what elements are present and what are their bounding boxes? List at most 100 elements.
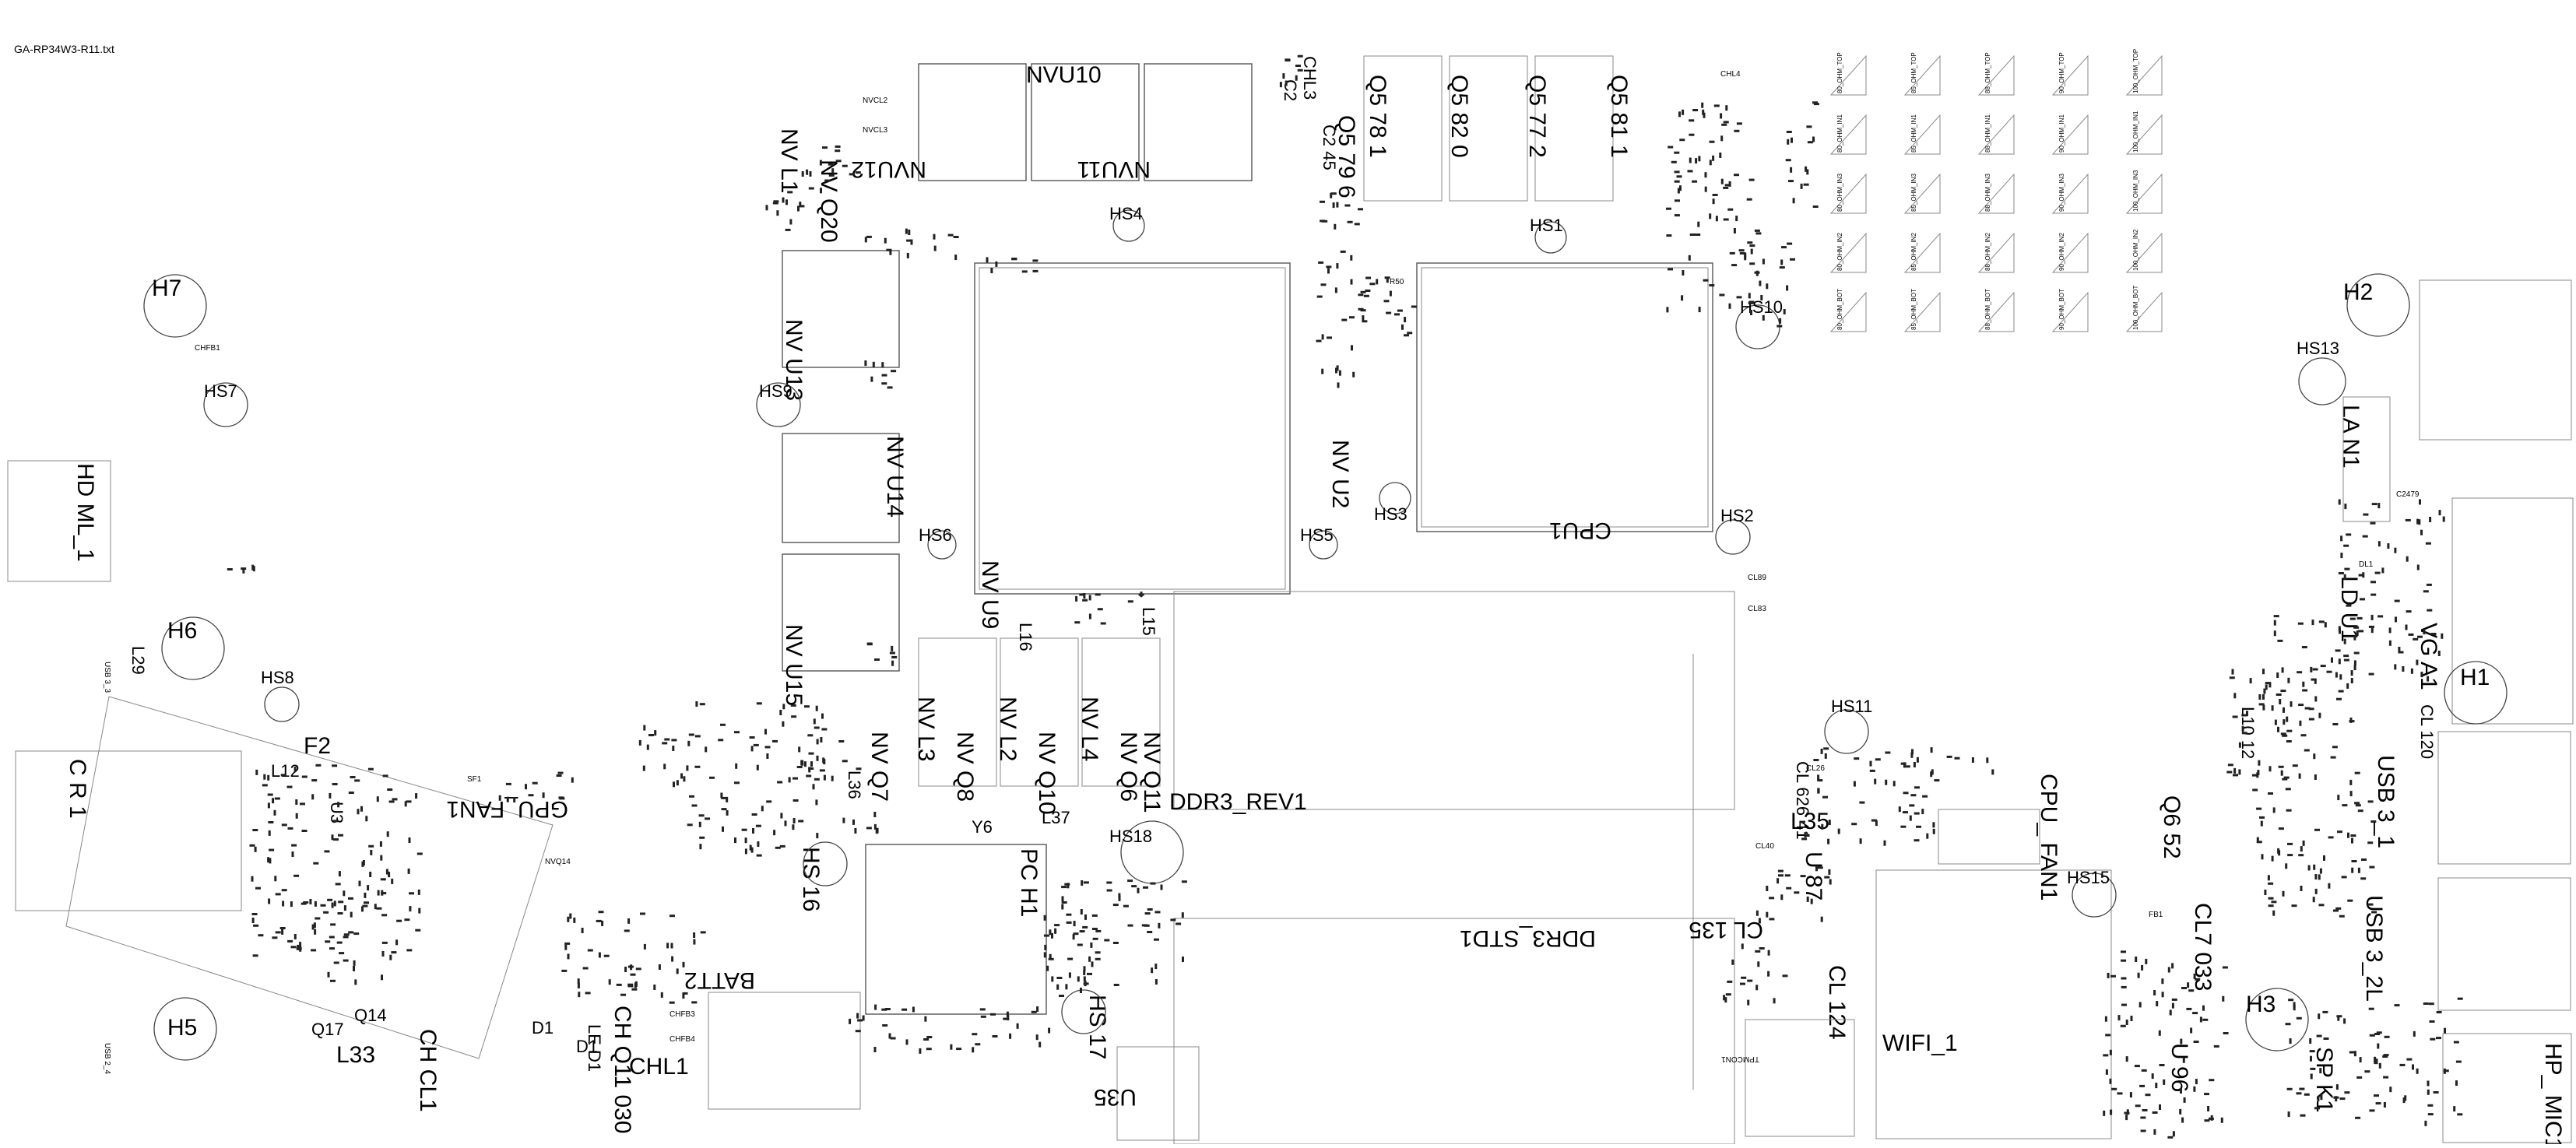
chfb3-label: CHFB3 (669, 1010, 695, 1019)
lan-magnetics (2342, 396, 2391, 522)
pad (376, 907, 382, 910)
pad (813, 718, 816, 725)
wifi-outline (1875, 869, 2112, 1139)
usb32-outline (2437, 877, 2571, 1011)
pad (1397, 309, 1403, 312)
pad (2356, 630, 2359, 636)
pad (2120, 1024, 2126, 1027)
pad (567, 916, 570, 922)
pad (1358, 208, 1363, 211)
pad (1954, 757, 1960, 760)
pad (627, 918, 631, 924)
pad (2287, 1111, 2290, 1118)
pad (1674, 170, 1680, 174)
pad (705, 746, 708, 753)
pad (367, 885, 370, 891)
pad (1671, 160, 1677, 163)
pad (254, 846, 257, 852)
pad (1910, 752, 1914, 758)
pad (253, 924, 259, 927)
pad (1703, 112, 1706, 118)
pad (1791, 137, 1793, 143)
lan-label: LA N1 (2338, 405, 2363, 469)
impedance-marker (2125, 54, 2163, 96)
gpu-u9-outline (974, 262, 1291, 595)
pad (2340, 535, 2343, 542)
cpu1-label: CPU1 (1549, 518, 1611, 543)
pad (822, 146, 828, 149)
impedance-label: 100_OHM_IN3 (2132, 170, 2139, 212)
pad (2180, 1088, 2182, 1094)
pad (273, 809, 276, 816)
pad (810, 761, 813, 767)
pad (2425, 542, 2431, 545)
pad (357, 809, 360, 815)
pad (1746, 198, 1752, 201)
pad (2371, 503, 2377, 506)
pad (353, 960, 356, 966)
pad (693, 939, 696, 945)
pad (2317, 1096, 2320, 1102)
cl83-label: CL83 (1748, 605, 1766, 613)
pad (1728, 303, 1731, 309)
hs10-label: HS10 (1740, 297, 1783, 317)
pad (2319, 1068, 2322, 1074)
pad (263, 774, 266, 780)
pad (1054, 928, 1057, 934)
pad (698, 821, 701, 827)
pad (1801, 837, 1808, 841)
pad (643, 725, 646, 731)
q14-label: Q14 (354, 1006, 387, 1025)
pad (891, 660, 894, 666)
pad (1054, 924, 1060, 927)
pad (2423, 1002, 2429, 1005)
pad (1755, 950, 1761, 953)
pad (391, 951, 397, 954)
pad (1676, 175, 1682, 178)
pad (333, 961, 339, 964)
pad (835, 149, 841, 153)
u9-label: NV U9 (977, 560, 1003, 629)
pad (906, 252, 909, 258)
pad (2190, 1027, 2193, 1034)
pad (386, 831, 389, 837)
pad (835, 145, 841, 148)
pad (2455, 1060, 2462, 1063)
pad (1678, 111, 1681, 118)
pad (2195, 978, 2201, 981)
pad (823, 759, 826, 765)
pad (1731, 959, 1734, 965)
pad (687, 823, 693, 827)
pad (2103, 1110, 2106, 1116)
pad (1131, 885, 1137, 888)
pad (404, 918, 410, 922)
spk1-label: SP K1 (2311, 1047, 2337, 1113)
pad (926, 1036, 933, 1038)
pad (279, 927, 286, 929)
pad (409, 892, 414, 895)
pad (2156, 1001, 2159, 1006)
pad (2256, 807, 2262, 810)
pad (755, 824, 761, 827)
pad (2163, 1079, 2166, 1085)
pad (1682, 270, 1685, 276)
pad (2375, 1102, 2381, 1105)
pad (643, 943, 646, 950)
pad (765, 205, 768, 211)
pad (1083, 881, 1089, 884)
ch-cl1-label: CH CL1 (415, 1029, 441, 1112)
pad (2318, 1013, 2321, 1020)
pad (581, 928, 584, 933)
mount-hole-h5 (153, 997, 217, 1061)
pad (1297, 68, 1303, 72)
pad (387, 788, 393, 791)
pad (1874, 778, 1877, 785)
pad (812, 784, 815, 790)
pad (2125, 1115, 2128, 1121)
pad (1007, 1015, 1010, 1020)
pad (1092, 937, 1098, 940)
pad (699, 703, 705, 706)
cl40-label: CL40 (1755, 842, 1774, 851)
pad (923, 1038, 930, 1041)
pad (2279, 699, 2282, 704)
